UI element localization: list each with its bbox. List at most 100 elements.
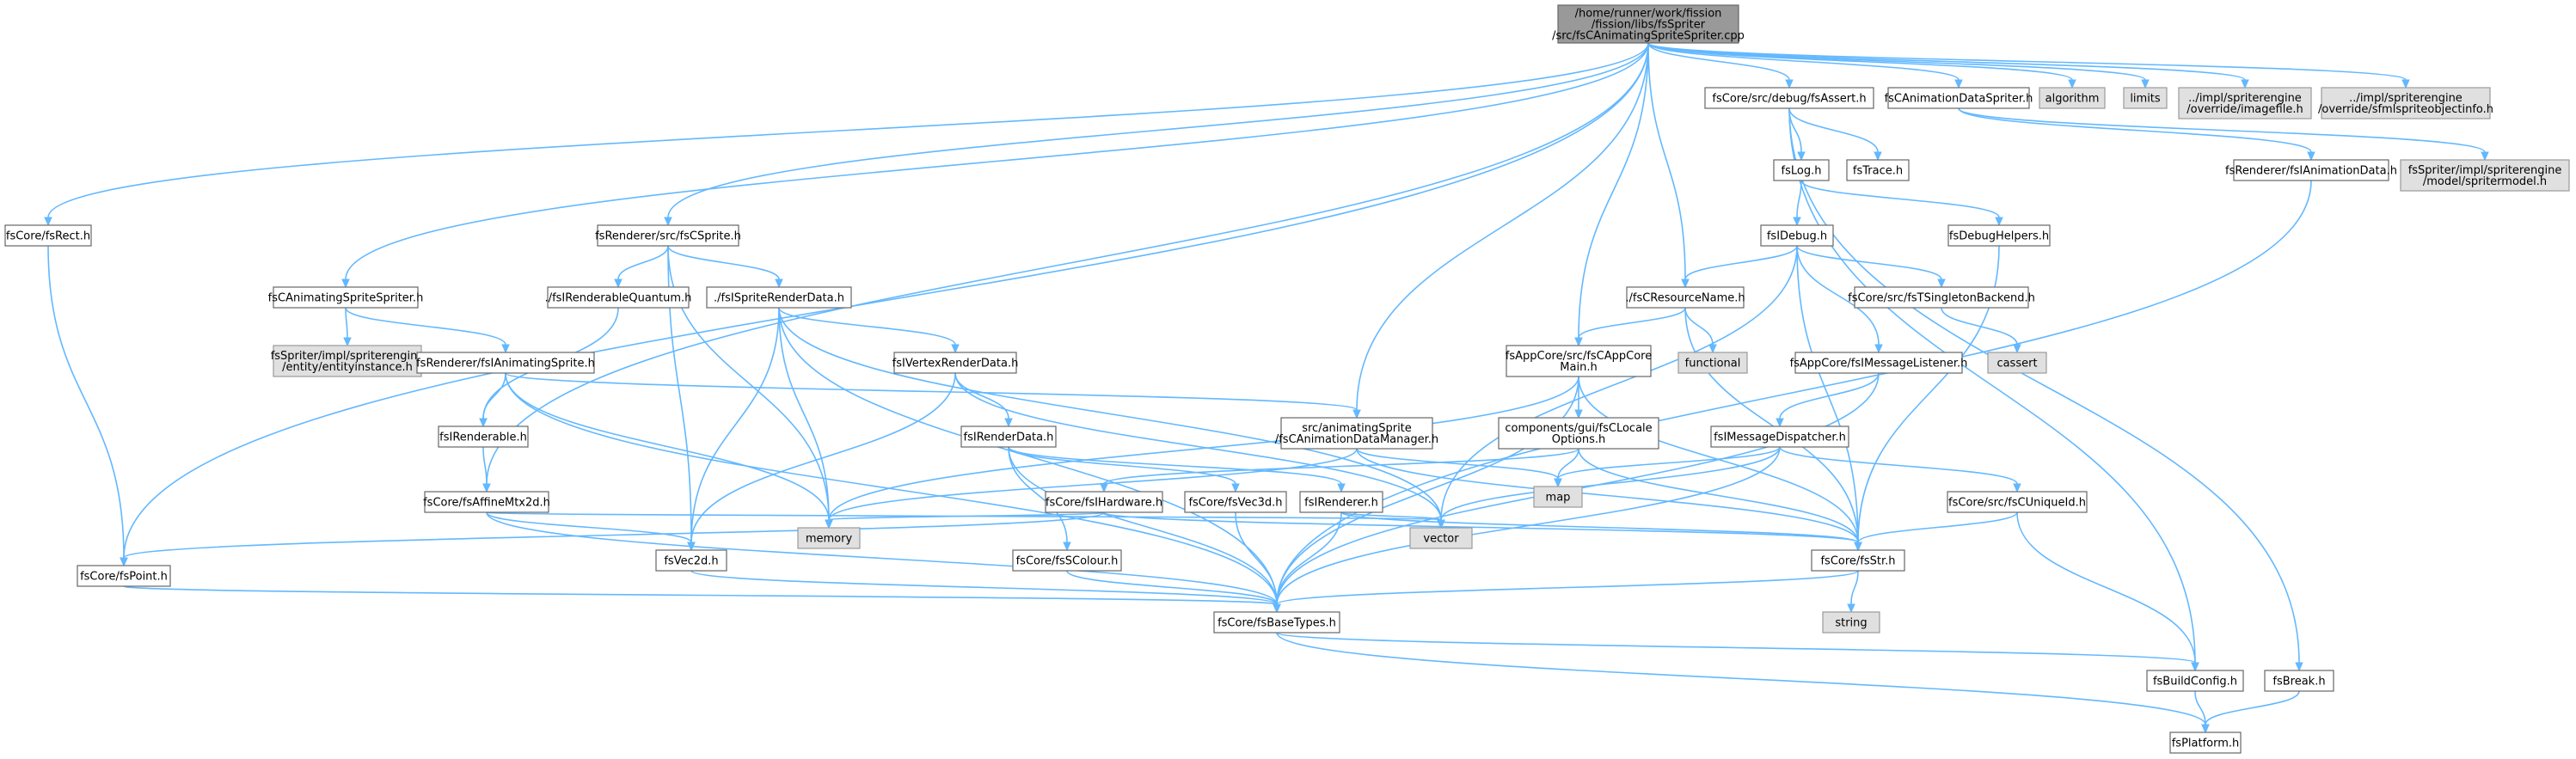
node-fsIAnimationData[interactable]: fsRenderer/fsIAnimationData.h	[2225, 159, 2397, 181]
node-cassert[interactable]: cassert	[1987, 352, 2047, 374]
edge-fsCUniqueId-to-fsBuildConfig	[2016, 511, 2199, 672]
node-label: fsCore/src/debug/fsAssert.h	[1712, 93, 1866, 106]
node-label: fsCore/fsIHardware.h	[1046, 497, 1162, 510]
node-string[interactable]: string	[1822, 611, 1880, 634]
node-fsPlatform[interactable]: fsPlatform.h	[2169, 731, 2242, 754]
node-fsSColour[interactable]: fsCore/fsSColour.h	[1012, 549, 1122, 572]
node-label: fsRenderer/fsIAnimatingSprite.h	[416, 358, 595, 370]
node-label: fsTrace.h	[1853, 165, 1903, 178]
node-memory[interactable]: memory	[797, 527, 861, 549]
node-label: string	[1835, 617, 1867, 630]
node-fsPoint[interactable]: fsCore/fsPoint.h	[77, 565, 171, 587]
edge-fsAssert-to-fsBuildConfig	[1788, 107, 2199, 672]
node-fsTSingletonBackend[interactable]: fsCore/src/fsTSingletonBackend.h	[1848, 286, 2035, 309]
node-fsAssert[interactable]: fsCore/src/debug/fsAssert.h	[1704, 87, 1874, 109]
node-label: fsDebugHelpers.h	[1949, 230, 2049, 243]
node-algorithm[interactable]: algorithm	[2039, 87, 2106, 109]
node-label: fsVec2d.h	[664, 555, 718, 568]
node-label: /fission/libs/fsSpriter	[1592, 19, 1706, 32]
node-vector[interactable]: vector	[1409, 527, 1473, 549]
node-functional[interactable]: functional	[1677, 352, 1748, 374]
edge-fsTSingletonBackend-to-cassert	[1941, 307, 2021, 354]
node-fsIRenderer[interactable]: fsIRenderer.h	[1299, 491, 1383, 513]
node-fsLog[interactable]: fsLog.h	[1773, 159, 1830, 181]
edge-fsCUniqueId-to-fsStr	[1854, 511, 2018, 552]
node-fsIRenderableQuantum[interactable]: ./fsIRenderableQuantum.h	[545, 286, 692, 309]
node-fsBreak[interactable]: fsBreak.h	[2264, 670, 2334, 692]
edge-fsIDebug-to-fsTSingletonBackend	[1796, 245, 1946, 289]
node-label: fsLog.h	[1782, 165, 1822, 178]
node-label: ./fsISpriteRenderData.h	[714, 292, 844, 305]
edge-root-to-fsCAnimationDataSpriter	[1647, 42, 1963, 89]
node-fsIRenderable[interactable]: fsIRenderable.h	[438, 425, 529, 448]
node-fsIVertexRenderData[interactable]: fsIVertexRenderData.h	[892, 352, 1019, 374]
edge-fsIRenderData-to-fsBaseTypes	[1008, 446, 1281, 614]
edge-fsIMessageDispatcher-to-fsCUniqueId	[1779, 446, 2021, 493]
node-fsAffineMtx2d[interactable]: fsCore/fsAffineMtx2d.h	[423, 491, 550, 513]
edge-fsLog-to-fsIDebug	[1793, 180, 1802, 227]
node-label: fsIRenderable.h	[439, 432, 527, 444]
node-label: limits	[2130, 93, 2161, 106]
edge-fsLog-to-fsDebugHelpers	[1800, 180, 2003, 227]
node-fsCAnimationDataSpriter[interactable]: fsCAnimationDataSpriter.h	[1885, 87, 2033, 109]
node-fsDebugHelpers[interactable]: fsDebugHelpers.h	[1947, 224, 2051, 247]
edge-fsStr-to-fsBaseTypes	[1273, 570, 1859, 614]
node-fsVec3d[interactable]: fsCore/fsVec3d.h	[1184, 491, 1287, 513]
edge-fsCResourceName-to-functional	[1684, 307, 1717, 354]
node-fsCResourceName[interactable]: ./fsCResourceName.h	[1625, 286, 1745, 309]
node-label: fsCore/fsSColour.h	[1016, 555, 1119, 568]
node-fsCAnimatingSpriteSpriter[interactable]: fsCAnimatingSpriteSpriter.h	[268, 286, 424, 309]
edge-root-to-sfmlspriteobjectinfo	[1647, 42, 2410, 89]
node-entityinstance[interactable]: fsSpriter/impl/spriterengine/entity/enti…	[271, 345, 425, 377]
node-label: /home/runner/work/fission	[1575, 8, 1722, 21]
node-fsIAnimatingSprite[interactable]: fsRenderer/fsIAnimatingSprite.h	[416, 352, 595, 374]
node-fsCUniqueId[interactable]: fsCore/src/fsCUniqueId.h	[1947, 491, 2088, 513]
edge-fsIMessageListener-to-fsIMessageDispatcher	[1776, 372, 1880, 428]
node-sfmlspriteobjectinfo[interactable]: ../impl/spriterengine/override/sfmlsprit…	[2318, 87, 2493, 119]
node-fsIMessageListener[interactable]: fsAppCore/fsIMessageListener.h	[1790, 352, 1968, 374]
edge-root-to-fsRect	[44, 42, 1649, 227]
node-imagefile[interactable]: ../impl/spriterengine/override/imagefile…	[2178, 87, 2312, 119]
node-fsISpriteRenderData[interactable]: ./fsISpriteRenderData.h	[706, 286, 852, 309]
edge-fsIAnimatingSprite-to-memory	[505, 372, 833, 529]
node-fsVec2d[interactable]: fsVec2d.h	[655, 549, 727, 572]
edge-fsBaseTypes-to-fsBuildConfig	[1276, 632, 2199, 672]
node-fsBaseTypes[interactable]: fsCore/fsBaseTypes.h	[1213, 611, 1340, 634]
node-fsIDebug[interactable]: fsIDebug.h	[1760, 224, 1834, 247]
edge-fsIVertexRenderData-to-fsIRenderData	[954, 372, 1013, 428]
node-label: fsCore/fsVec3d.h	[1188, 497, 1282, 510]
node-fsIRenderData[interactable]: fsIRenderData.h	[960, 425, 1057, 448]
node-limits[interactable]: limits	[2123, 87, 2168, 109]
edge-fsCResourceName-to-fsCAppCoreMain	[1574, 307, 1686, 347]
edge-fsCAnimatingSpriteSpriter-to-entityinstance	[343, 307, 352, 347]
node-root[interactable]: /home/runner/work/fission/fission/libs/f…	[1552, 4, 1745, 44]
edge-fsIHardware-to-fsPoint	[120, 511, 1105, 567]
node-label: /src/fsCAnimatingSpriteSpriter.cpp	[1552, 30, 1745, 43]
node-fsTrace[interactable]: fsTrace.h	[1846, 159, 1910, 181]
node-fsBuildConfig[interactable]: fsBuildConfig.h	[2146, 670, 2244, 692]
edge-root-to-fsAssert	[1647, 42, 1794, 89]
node-fsStr[interactable]: fsCore/fsStr.h	[1811, 549, 1905, 572]
edge-root-to-fsCAnimatingSpriteSpriter	[341, 42, 1649, 289]
node-label: fsCore/fsAffineMtx2d.h	[423, 497, 550, 510]
node-fsIHardware[interactable]: fsCore/fsIHardware.h	[1045, 491, 1163, 513]
node-label: cassert	[1996, 358, 2037, 370]
node-spritermodel[interactable]: fsSpriter/impl/spriterengine/model/sprit…	[2400, 159, 2570, 192]
node-label: algorithm	[2045, 93, 2100, 106]
node-fsCSprite[interactable]: fsRenderer/src/fsCSprite.h	[595, 224, 741, 247]
edge-fsIRenderable-to-fsAffineMtx2d	[482, 446, 491, 493]
edge-root-to-fsCResourceName	[1647, 42, 1690, 289]
node-fsIMessageDispatcher[interactable]: fsIMessageDispatcher.h	[1710, 425, 1849, 448]
node-fsCAnimationDataManager[interactable]: src/animatingSprite/fsCAnimationDataMana…	[1275, 417, 1438, 450]
node-layer: /home/runner/work/fission/fission/libs/f…	[4, 4, 2570, 754]
edge-fsPoint-to-fsBaseTypes	[123, 585, 1281, 614]
node-fsRect[interactable]: fsCore/fsRect.h	[4, 224, 92, 247]
edge-fsIRenderData-to-fsIRenderer	[1008, 446, 1346, 493]
edge-fsAssert-to-fsTrace	[1788, 107, 1882, 162]
node-label: Main.h	[1560, 361, 1597, 374]
node-label: /override/sfmlspriteobjectinfo.h	[2318, 103, 2493, 116]
node-map[interactable]: map	[1533, 486, 1583, 508]
edge-fsIVertexRenderData-to-fsVec2d	[687, 372, 956, 552]
